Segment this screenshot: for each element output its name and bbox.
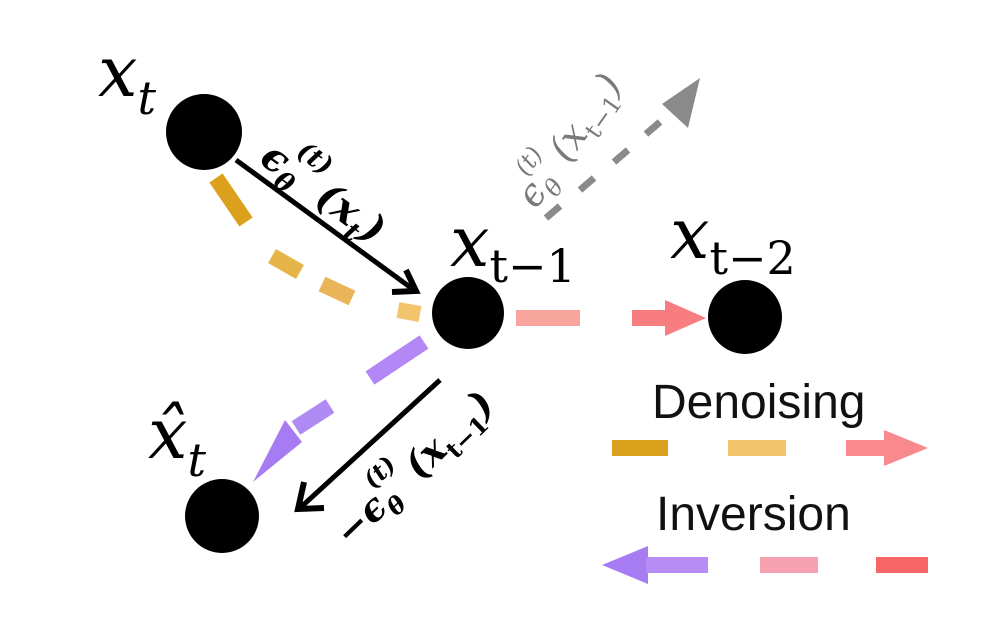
black-arrow-xt-to-xt1: [234, 157, 421, 295]
legend: Denoising Inversion: [602, 376, 928, 584]
label-eps-xt1-gray: ϵθ(t)(xt−1): [497, 58, 637, 219]
legend-inversion-label: Inversion: [656, 488, 851, 541]
label-xt2: xt−2: [670, 193, 796, 285]
node-xt1: [432, 277, 504, 349]
denoise-path-xt1-to-xt2: [516, 300, 706, 336]
black-arrow-xt1-to-xhat: [294, 378, 442, 513]
label-xt1: xt−1: [450, 201, 576, 293]
node-xt2: [708, 280, 782, 354]
label-xt: xt: [98, 31, 156, 125]
gray-dashed-arrow: [543, 78, 700, 221]
node-xhat: [185, 479, 259, 553]
node-xt: [166, 94, 242, 170]
label-eps-xt: ϵθ(t)(xt): [248, 121, 403, 260]
svg-text:ϵθ(t)(xt): ϵθ(t)(xt): [248, 121, 403, 260]
svg-text:ϵθ(t)(xt−1): ϵθ(t)(xt−1): [497, 58, 637, 219]
legend-denoising-label: Denoising: [652, 376, 865, 429]
legend-inversion-arrow: [602, 546, 928, 584]
label-xhat: x̂t: [148, 393, 206, 487]
legend-denoising-arrow: [612, 430, 928, 466]
inversion-path-xt1-to-xhat: [253, 335, 429, 482]
denoise-path-xt-to-xt1: [209, 173, 422, 322]
